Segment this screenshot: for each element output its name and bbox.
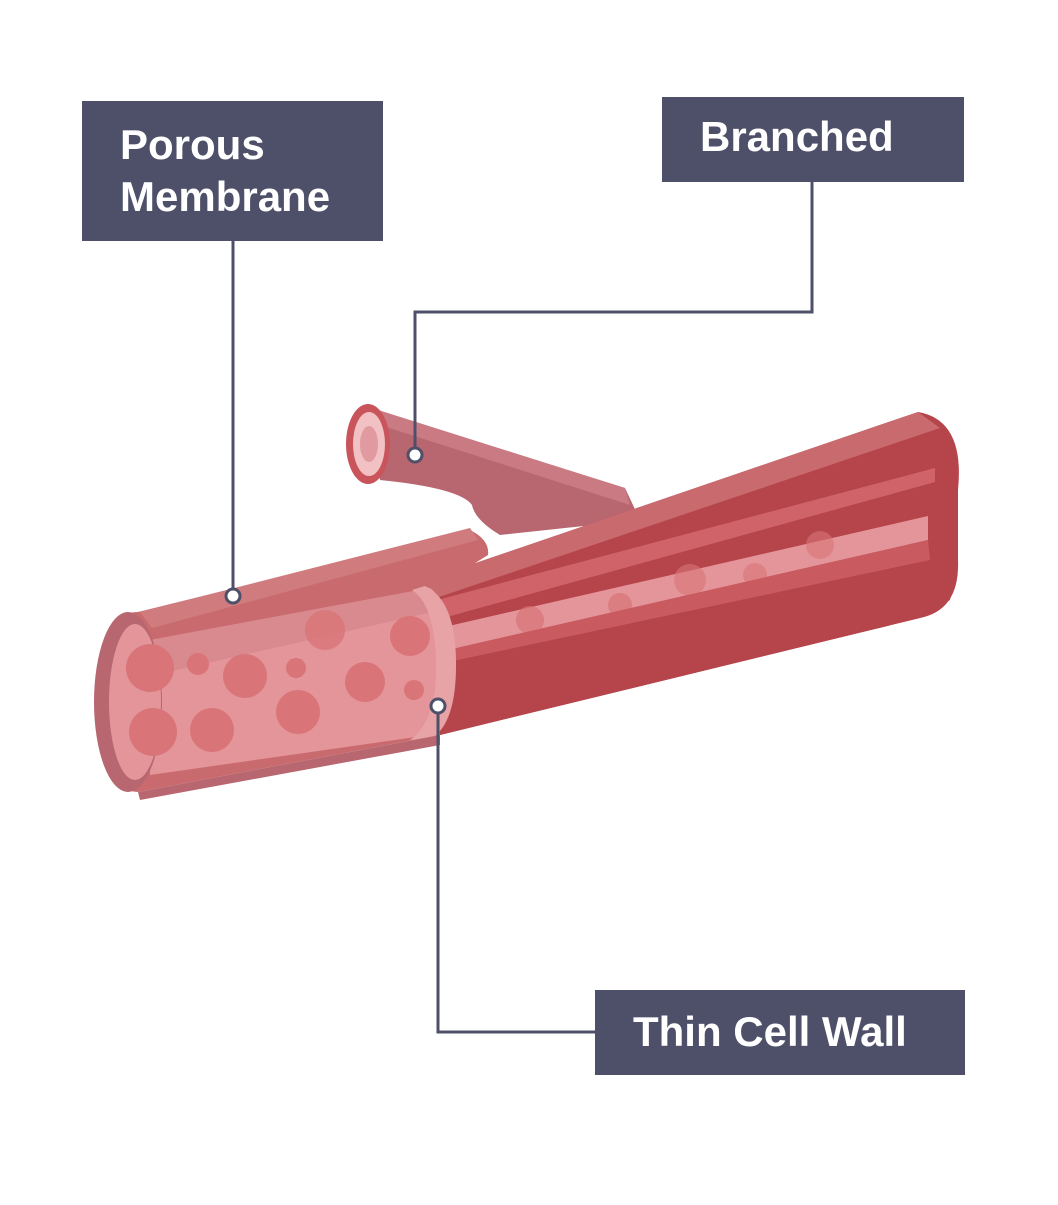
- porous-membrane-label-line2: Membrane: [120, 173, 331, 220]
- capillary-main-tube: [420, 412, 959, 735]
- capillary-cutaway: [94, 528, 489, 800]
- leader-dots: [224, 446, 447, 715]
- branched-label-text: Branched: [700, 113, 894, 160]
- branched-leader-line: [413, 182, 814, 455]
- capillary-branch: [346, 404, 640, 535]
- thin-wall-marker-dot: [429, 697, 447, 715]
- branched-label: Branched: [662, 97, 964, 182]
- porous-membrane-label: Porous Membrane: [82, 101, 383, 241]
- branched-marker-dot: [406, 446, 424, 464]
- thin-wall-leader-line: [436, 706, 595, 1034]
- thin-cell-wall-label: Thin Cell Wall: [595, 990, 965, 1075]
- porous-marker-dot: [224, 587, 242, 605]
- thin-cell-wall-label-text: Thin Cell Wall: [633, 1008, 907, 1055]
- leader-lines: [231, 182, 814, 1034]
- porous-membrane-label-line1: Porous: [120, 121, 265, 168]
